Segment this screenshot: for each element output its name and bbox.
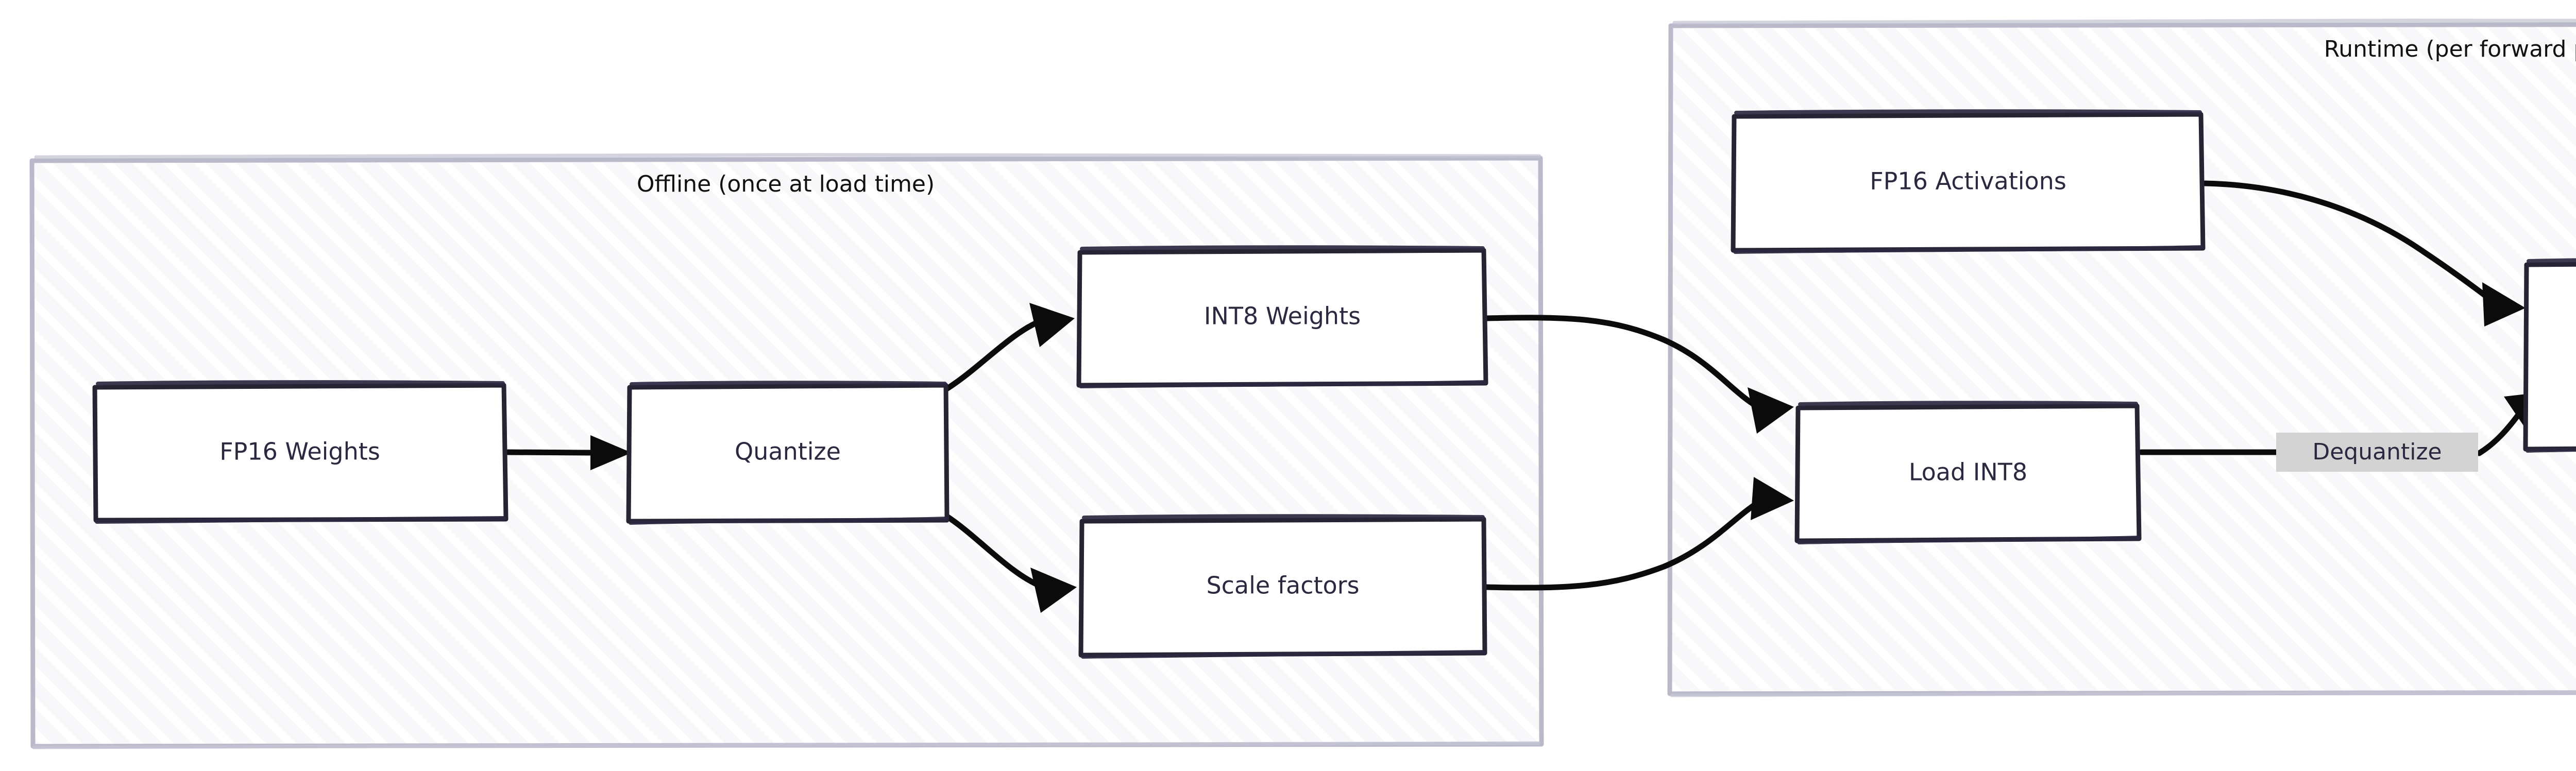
node-label-int8-weights: INT8 Weights <box>1204 302 1361 330</box>
edge-int8weights-to-loadint8 <box>1484 315 1794 434</box>
edge-scalefactors-to-loadint8 <box>1484 477 1794 591</box>
node-label-fp16-activations: FP16 Activations <box>1870 167 2066 195</box>
node-fp16-weights[interactable]: FP16 Weights <box>92 380 509 524</box>
node-load-int8[interactable]: Load INT8 <box>1794 401 2142 544</box>
node-matmul[interactable]: Matmul <box>2523 258 2576 453</box>
node-label-scale-factors: Scale factors <box>1206 572 1359 599</box>
node-quantize[interactable]: Quantize <box>626 381 950 525</box>
node-scale-factors[interactable]: Scale factors <box>1078 514 1487 659</box>
node-fp16-activations[interactable]: FP16 Activations <box>1731 109 2206 254</box>
edge-fp16w-to-quantize <box>505 435 632 470</box>
cluster-label-offline: Offline (once at load time) <box>637 171 935 197</box>
edge-quantize-to-scalefactors <box>945 514 1077 613</box>
edge-quantize-to-int8weights <box>943 303 1075 392</box>
node-int8-weights[interactable]: INT8 Weights <box>1076 245 1488 388</box>
node-label-fp16-weights: FP16 Weights <box>219 438 380 466</box>
node-label-load-int8: Load INT8 <box>1909 458 2027 486</box>
node-label-quantize: Quantize <box>735 438 841 466</box>
edge-fp16activations-to-matmul <box>2202 180 2526 327</box>
edge-label-dequantize-bg <box>2276 433 2478 472</box>
edge-label-dequantize: Dequantize <box>2312 439 2442 465</box>
cluster-label-runtime: Runtime (per forward pass) <box>2324 36 2576 62</box>
